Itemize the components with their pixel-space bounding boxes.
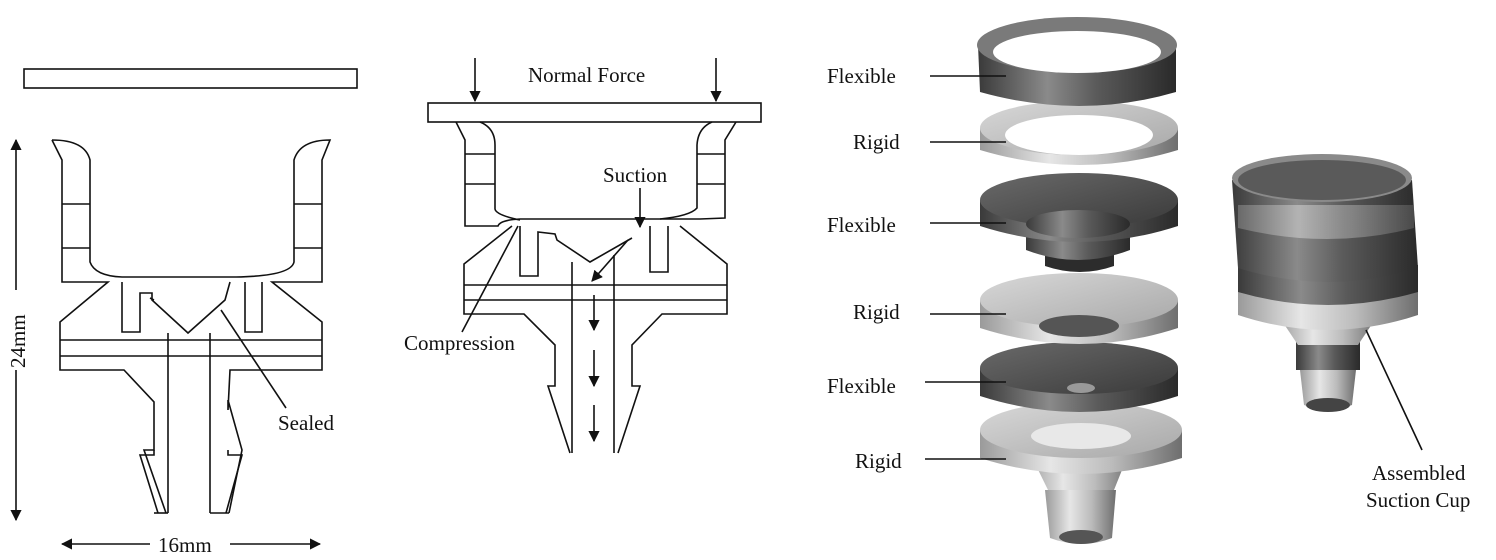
layer-label-4: Rigid (853, 300, 900, 324)
layer-label-6: Rigid (855, 449, 902, 473)
layer-label-2: Rigid (853, 130, 900, 154)
compression-label: Compression (404, 331, 515, 355)
middle-cross-section: Normal Force Suction Compression (404, 58, 762, 454)
layer-label-1: Flexible (827, 64, 896, 88)
normal-force-label: Normal Force (528, 63, 645, 87)
width-dimension-label: 16mm (158, 533, 212, 557)
layer-label-3: Flexible (827, 213, 896, 237)
exploded-view: Flexible Rigid Flexible Rigid Flexible R… (827, 17, 1182, 544)
assembled-label-line2: Suction Cup (1366, 488, 1470, 512)
left-cross-section: Sealed 24mm 16mm (4, 68, 358, 558)
layer-label-5: Flexible (827, 374, 896, 398)
pressing-plate (427, 102, 762, 123)
sealed-label: Sealed (278, 411, 334, 435)
nozzle (1045, 490, 1116, 544)
top-plate (23, 68, 358, 89)
suction-label: Suction (603, 163, 668, 187)
assembled-cup: Assembled Suction Cup (1232, 154, 1470, 512)
flow-arrow-diagonal (591, 239, 629, 282)
height-dimension-label: 24mm (6, 314, 30, 368)
assembled-label-line1: Assembled (1372, 461, 1466, 485)
cup-body (51, 139, 332, 514)
